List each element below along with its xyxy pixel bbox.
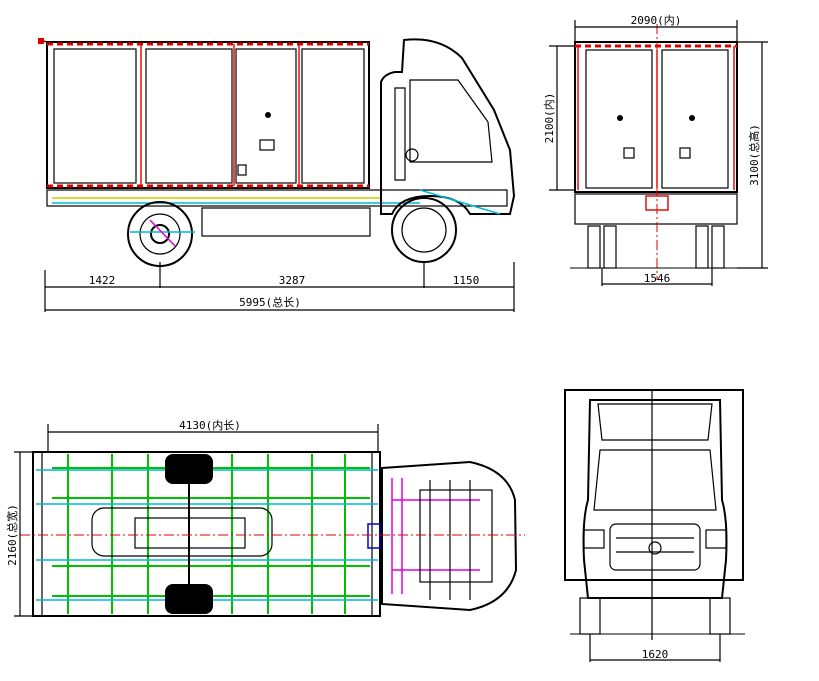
top-view: 4130(内长) 2160(总宽) xyxy=(5,418,525,617)
dim-overall-width: 2160(总宽) xyxy=(5,504,19,566)
dim-overall-height: 3100(总高) xyxy=(747,124,761,186)
cab-outline xyxy=(380,38,516,215)
dim-inner-height: 2100(内) xyxy=(542,93,556,144)
top-cab-outline xyxy=(381,460,518,612)
dim-rear-overhang: 1422 xyxy=(89,274,116,287)
top-rear-wheels-right xyxy=(165,584,213,614)
rear-view: 2090(内) 2100(内) 3100(总高) 1546 xyxy=(542,13,768,286)
dim-inner-width: 2090(内) xyxy=(631,13,682,27)
rear-wheel xyxy=(127,201,193,267)
cargo-box-outline xyxy=(46,41,370,189)
dim-rear-track: 1546 xyxy=(644,272,671,285)
dim-overall-length: 5995(总长) xyxy=(239,295,301,309)
side-view: 1422 3287 1150 5995(总长) xyxy=(38,38,516,312)
dim-front-overhang: 1150 xyxy=(453,274,480,287)
dim-wheelbase: 3287 xyxy=(279,274,306,287)
top-rear-wheels-left xyxy=(165,454,213,484)
front-cab-outline xyxy=(582,399,728,599)
dim-inner-length: 4130(内长) xyxy=(179,418,241,432)
dim-front-track: 1620 xyxy=(642,648,669,661)
front-box-outline xyxy=(564,389,744,581)
front-view: 1620 xyxy=(564,389,745,662)
rear-box-outline xyxy=(574,41,738,193)
